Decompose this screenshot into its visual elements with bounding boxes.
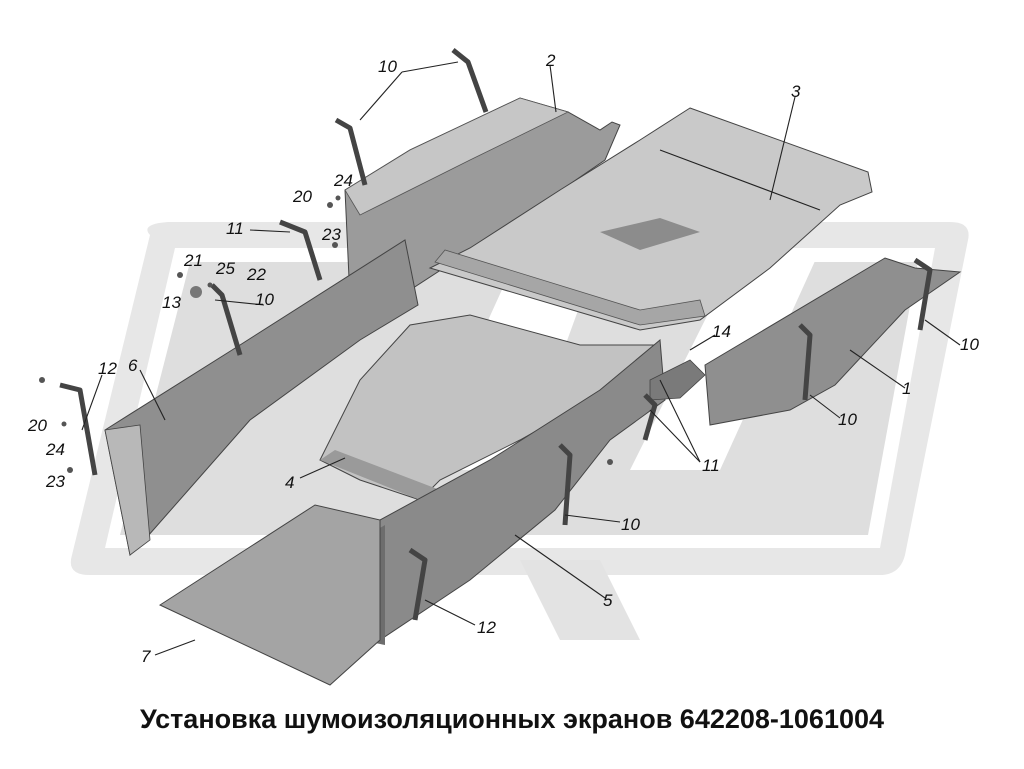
part-7-screen (158, 504, 381, 686)
callout-label: 24 (45, 440, 65, 459)
callout-label: 12 (477, 618, 496, 637)
callout-numbers: 10 2 3 20 24 11 23 21 25 22 13 10 12 6 2… (27, 51, 979, 666)
callout-label: 10 (378, 57, 397, 76)
callout-label: 13 (162, 293, 181, 312)
diagram-caption: Установка шумоизоляционных экранов 64220… (139, 704, 885, 734)
callout-leaders (81, 61, 961, 656)
callout-label: 11 (226, 219, 244, 238)
part-6-screen (104, 239, 419, 557)
part-1-screen (704, 257, 962, 426)
callout-label: 2 (545, 51, 556, 70)
callout-label: 4 (285, 473, 294, 492)
callout-label: 25 (215, 259, 235, 278)
callout-label: 21 (183, 251, 203, 270)
callout-label: 10 (255, 290, 274, 309)
callout-label: 6 (128, 356, 138, 375)
callout-label: 10 (838, 410, 857, 429)
callout-label: 3 (791, 82, 801, 101)
callout-label: 20 (292, 187, 312, 206)
callout-label: 10 (621, 515, 640, 534)
part-2-screen (344, 97, 621, 301)
callout-label: 12 (98, 359, 117, 378)
callout-label: 7 (141, 647, 151, 666)
callout-label: 11 (702, 456, 720, 475)
callout-label: 10 (960, 335, 979, 354)
callout-label: 22 (246, 265, 266, 284)
callout-label: 24 (333, 171, 353, 190)
fasteners (39, 195, 613, 473)
part-3-floor-panel (428, 107, 873, 331)
callout-label: 14 (712, 322, 731, 341)
callout-label: 5 (603, 591, 613, 610)
callout-label: 1 (902, 379, 911, 398)
callout-label: 23 (45, 472, 65, 491)
callout-label: 23 (321, 225, 341, 244)
brackets (59, 48, 933, 621)
callout-label: 20 (27, 416, 47, 435)
